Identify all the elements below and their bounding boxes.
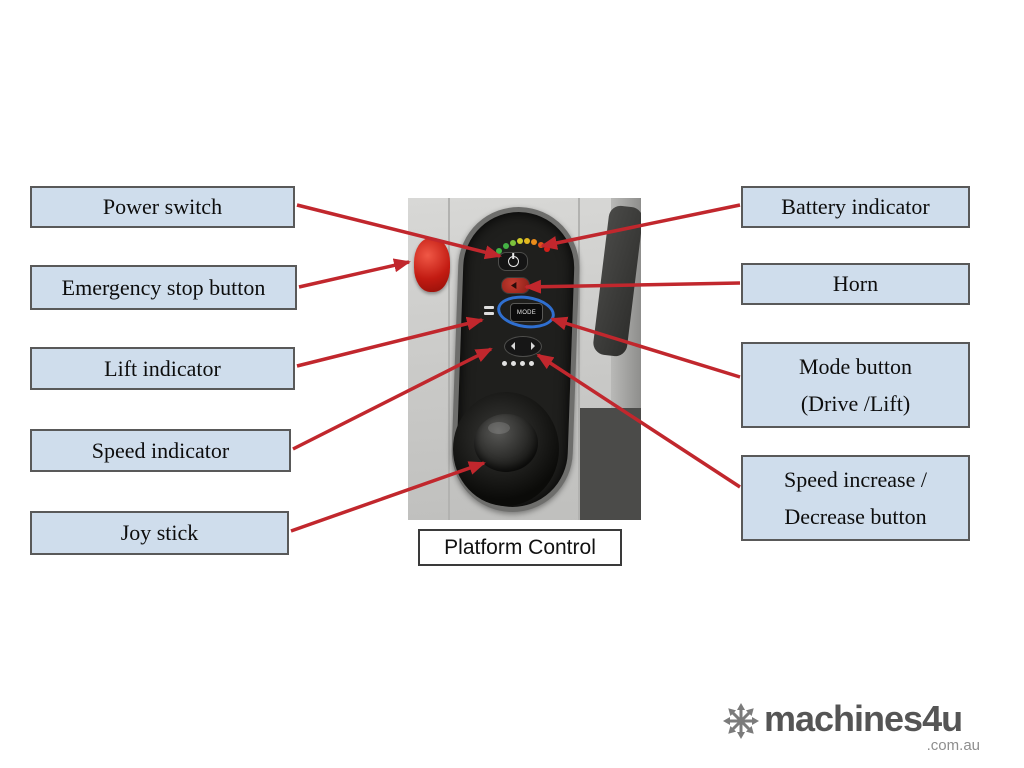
label-text: Power switch (102, 194, 223, 220)
machines4u-star-icon (723, 703, 759, 739)
label-text: Lift indicator (104, 355, 221, 381)
label-text: Battery indicator (781, 194, 930, 220)
panel-seam (578, 198, 580, 520)
label-text: Speed indicator (91, 437, 230, 463)
machines4u-brand-text: machines4u (764, 698, 963, 739)
label-power-switch: Power switch (30, 186, 295, 228)
emergency-stop-button-photo (414, 238, 450, 292)
power-switch-photo (498, 252, 528, 271)
horn-icon (511, 282, 517, 289)
label-text: Horn (832, 271, 879, 297)
machines4u-logo: machines4u .com.au (722, 700, 984, 756)
label-speed-indicator: Speed indicator (30, 429, 291, 472)
label-text-line1: Mode button (798, 353, 913, 379)
label-horn: Horn (741, 263, 970, 305)
speed-rocker-photo (504, 336, 542, 357)
horn-button-photo (501, 277, 530, 294)
label-emergency-stop: Emergency stop button (30, 265, 297, 310)
label-text: Emergency stop button (61, 274, 266, 300)
machines4u-domain-text: .com.au (926, 737, 980, 754)
label-text-line1: Speed increase / (784, 466, 927, 492)
arrow-emergency-stop (298, 258, 411, 289)
platform-control-photo: MODE (408, 198, 641, 520)
label-battery-indicator: Battery indicator (741, 186, 970, 228)
joystick-knob (474, 414, 538, 472)
label-text-line2: Decrease button (784, 504, 927, 529)
machine-shadow (579, 408, 641, 520)
label-text: Joy stick (120, 520, 199, 546)
mode-button-label: MODE (516, 309, 537, 316)
power-icon (507, 256, 519, 267)
caption-platform-control: Platform Control (418, 529, 622, 566)
panel-seam (448, 198, 450, 520)
caption-text: Platform Control (444, 535, 596, 559)
lift-indicator-photo (484, 306, 496, 320)
speed-indicator-photo (502, 361, 534, 366)
label-lift-indicator: Lift indicator (30, 347, 295, 390)
label-mode-button: Mode button (Drive /Lift) (741, 342, 970, 428)
label-speed-buttons: Speed increase / Decrease button (741, 455, 970, 541)
label-text-line2: (Drive /Lift) (800, 391, 911, 416)
label-joy-stick: Joy stick (30, 511, 289, 555)
mode-button-photo: MODE (510, 303, 543, 322)
